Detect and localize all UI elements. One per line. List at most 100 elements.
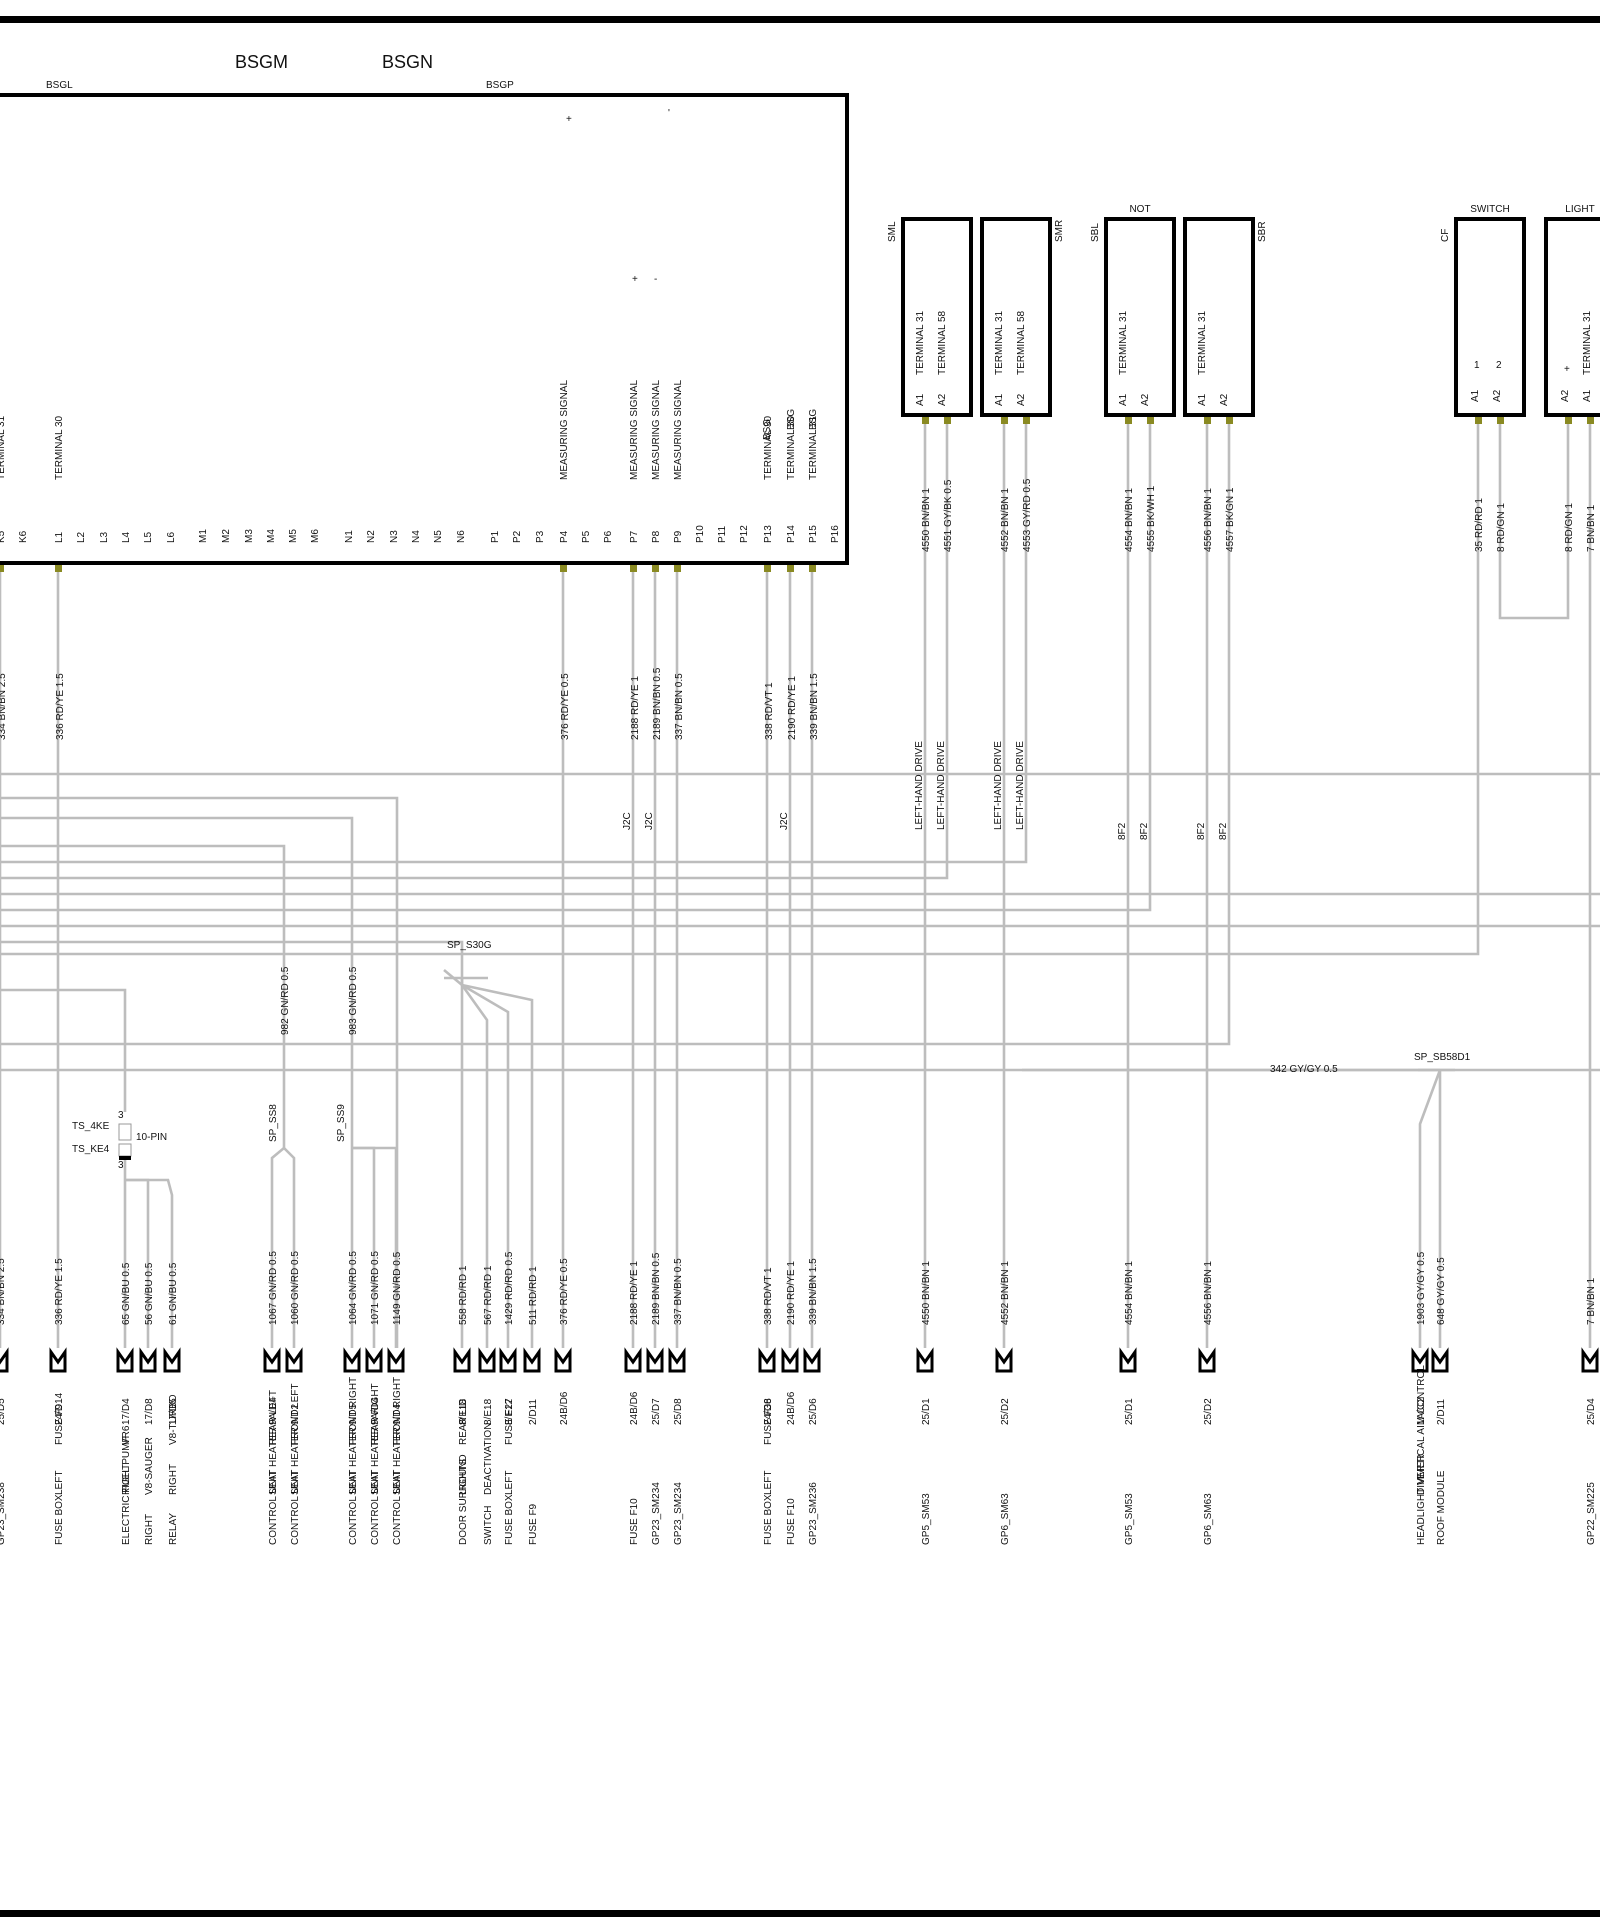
terminal-description: GP23_SM234 xyxy=(673,1482,684,1545)
terminal-description: CONTROL UNIT xyxy=(370,1470,381,1545)
terminal-conn-label: 2/D11 xyxy=(528,1399,539,1425)
terminal-wire-label: 61 GN/BU 0.5 xyxy=(168,1262,179,1325)
module-pin-p4: P4 xyxy=(559,530,570,543)
terminal-conn-label: 25/D5 xyxy=(0,1398,7,1425)
module-pin-p8: P8 xyxy=(651,530,662,543)
box-mark: + xyxy=(566,114,572,125)
switch-name: SML xyxy=(887,221,898,242)
terminal-arrow-icon xyxy=(1431,1347,1449,1373)
module-pin-n3: N3 xyxy=(389,530,400,543)
module-pin-function: MEASURING SIGNAL xyxy=(673,380,684,480)
terminal-arrow-icon xyxy=(49,1347,67,1373)
terminal-conn-label: 25/D1 xyxy=(921,1398,932,1425)
connector-ts-ke4-mark xyxy=(119,1156,131,1160)
module-pin-m3: M3 xyxy=(244,529,255,543)
switch-pin-label: A1 xyxy=(1118,393,1129,406)
terminal-conn-label: 8/E12 xyxy=(504,1398,515,1425)
switch-pin-label: A2 xyxy=(937,393,948,406)
terminal-description: RIGHT xyxy=(144,1514,155,1545)
splice-label-ss8: SP_SS8 xyxy=(268,1104,279,1142)
switch-wire-label: 4557 BK/GN 1 xyxy=(1225,487,1236,552)
terminal-description: FUSE F10 xyxy=(786,1498,797,1545)
module-pin-p7: P7 xyxy=(629,530,640,543)
terminal-wire-label: 4554 BN/BN 1 xyxy=(1124,1261,1135,1325)
terminal-description: FUSE BOX xyxy=(54,1494,65,1545)
pin-contact xyxy=(674,565,681,572)
module-pin-p9: P9 xyxy=(673,530,684,543)
terminal-arrow-icon xyxy=(1411,1347,1429,1373)
terminal-conn-label: 24/D8 xyxy=(763,1398,774,1425)
terminal-conn-label: 9/D5 xyxy=(348,1403,359,1425)
module-pin-p2: P2 xyxy=(512,530,523,543)
terminal-description: RIGHT xyxy=(168,1464,179,1495)
switch-pin-label: A2 xyxy=(1219,393,1230,406)
terminal-conn-label: 9A/D4 xyxy=(268,1397,279,1425)
bus-note-j2c: J2C xyxy=(779,812,790,830)
upper-wire-label: 2190 RD/YE 1 xyxy=(787,676,798,740)
switch-pin-function: TERMINAL 31 xyxy=(1582,310,1593,375)
wire-label-342: 342 GY/GY 0.5 xyxy=(1270,1064,1338,1075)
terminal-wire-label: 1149 GN/RD 0.5 xyxy=(392,1251,403,1325)
terminal-arrow-icon xyxy=(995,1347,1013,1373)
terminal-description: FUSE BOX xyxy=(763,1494,774,1545)
terminal-arrow-icon xyxy=(365,1347,383,1373)
pump-wire xyxy=(125,1178,174,1348)
terminal-arrow-icon xyxy=(139,1347,157,1373)
terminal-conn-label: 9/D2 xyxy=(290,1403,301,1425)
module-pin-p10: P10 xyxy=(695,525,706,543)
switch-pin-label: A2 xyxy=(1492,389,1503,402)
terminal-description: GP6_SM63 xyxy=(1000,1493,1011,1545)
module-pin-m6: M6 xyxy=(310,529,321,543)
terminal-description: DEACTIVATION xyxy=(483,1423,494,1495)
terminal-arrow-icon xyxy=(0,1347,9,1373)
bus-note-8f2: 8F2 xyxy=(1196,822,1207,840)
module-pin-function: MEASURING SIGNAL xyxy=(559,380,570,480)
pin-contact xyxy=(1147,417,1154,424)
terminal-description: SEAT HEATER xyxy=(268,1427,279,1495)
bus-note-lhd: LEFT-HAND DRIVE xyxy=(993,741,1004,830)
terminal-wire-label: 1064 GN/RD 0.5 xyxy=(348,1251,359,1325)
terminal-description: SEAT HEATER xyxy=(370,1427,381,1495)
terminal-description: CONTROL UNIT xyxy=(268,1470,279,1545)
module-pin-m1: M1 xyxy=(198,529,209,543)
module-pin-l6: L6 xyxy=(166,531,177,543)
wire-label-982: 982 GN/RD 0.5 xyxy=(280,966,291,1035)
pin-contact xyxy=(1023,417,1030,424)
module-pin-function: TERMINAL 30 xyxy=(786,415,797,480)
pin-contact xyxy=(560,565,567,572)
bus-note-lhd: LEFT-HAND DRIVE xyxy=(1015,741,1026,830)
switch-wire xyxy=(0,424,1028,864)
terminal-conn-label: 25/D4 xyxy=(1586,1398,1597,1425)
terminal-arrow-icon xyxy=(163,1347,181,1373)
terminal-arrow-icon xyxy=(758,1347,776,1373)
module-pin-p12: P12 xyxy=(739,525,750,543)
switch-pin-label: A1 xyxy=(1582,389,1593,402)
terminal-wire-label: 1067 GN/RD 0.5 xyxy=(268,1251,279,1325)
terminal-arrow-icon xyxy=(916,1347,934,1373)
module-pin-p13: P13 xyxy=(763,525,774,543)
terminal-conn-label: 1A/C2 xyxy=(1416,1397,1427,1425)
terminal-description: FRONT LEFT xyxy=(290,1384,301,1445)
module-pin-n5: N5 xyxy=(433,530,444,543)
terminal-description: FUSE F27 xyxy=(504,1398,515,1445)
terminal-arrow-icon xyxy=(624,1347,642,1373)
upper-wire-label: 334 BN/BN 2.5 xyxy=(0,673,8,740)
terminal-description: HEADLIGHT VERTICAL AIM CONTROL xyxy=(1416,1365,1427,1545)
pin-contact xyxy=(1565,417,1572,424)
